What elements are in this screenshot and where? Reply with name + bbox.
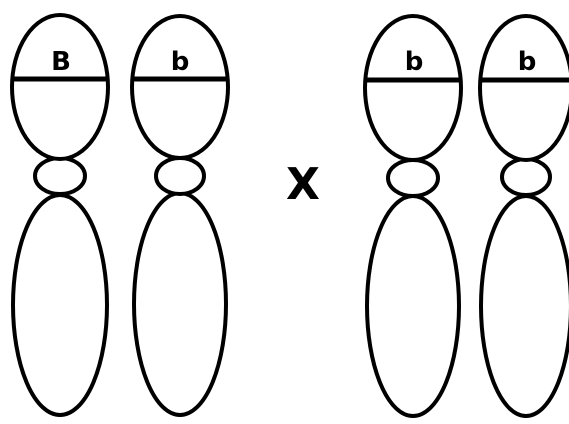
centromere (35, 158, 85, 194)
chromosome: B (12, 15, 108, 415)
upper-arm (365, 16, 461, 160)
allele-label: B (51, 47, 71, 77)
parent-2: b b (365, 16, 569, 416)
parent-1: B b (12, 15, 228, 415)
upper-arm (12, 15, 108, 159)
chromosome: b (132, 16, 228, 415)
lower-arm (134, 193, 226, 415)
lower-arm (481, 196, 569, 416)
lower-arm (13, 195, 107, 415)
allele-label: b (171, 47, 190, 77)
cross-symbol: X (286, 159, 320, 210)
chromosome: b (365, 16, 461, 416)
centromere (388, 160, 438, 196)
lower-arm (367, 196, 459, 416)
upper-arm (132, 16, 228, 158)
centromere (156, 158, 204, 194)
allele-label: b (405, 47, 424, 77)
chromosome: b (480, 16, 569, 416)
allele-label: b (518, 47, 537, 77)
upper-arm (480, 16, 569, 160)
centromere (502, 159, 550, 195)
